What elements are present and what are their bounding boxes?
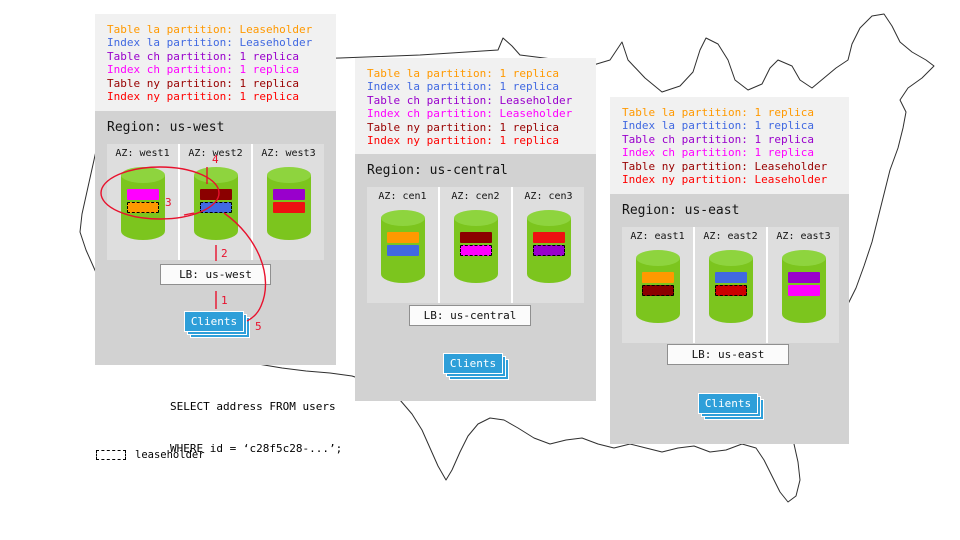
az-cell-east2: AZ: east2: [695, 227, 766, 343]
az-row: AZ: east1 AZ: east2: [622, 227, 839, 343]
az-label: AZ: east3: [776, 231, 831, 242]
partition-legend-us-central: Table la partition: 1 replica Index la p…: [355, 58, 596, 155]
partition-line: Table ch partition: 1 replica: [107, 49, 300, 63]
partition-replica-bar: [787, 285, 820, 296]
database-cylinder-icon: [635, 248, 681, 326]
partition-line: Table ch partition: Leaseholder: [367, 93, 573, 107]
partition-replica-bar: [459, 232, 492, 243]
az-label: AZ: cen2: [451, 191, 500, 202]
partition-line: Index ny partition: Leaseholder: [622, 173, 828, 187]
partition-line: Index ch partition: 1 replica: [622, 146, 815, 160]
database-cylinder-icon: [708, 248, 754, 326]
partition-replica-bar: [459, 245, 492, 256]
partition-replica-bar: [641, 272, 674, 283]
partition-line: Index la partition: 1 replica: [367, 80, 560, 94]
database-cylinder-icon: [120, 165, 166, 243]
region-title: Region: us-east: [622, 203, 740, 218]
partition-line: Table la partition: 1 replica: [622, 106, 815, 119]
database-cylinder-icon: [266, 165, 312, 243]
clients-box-us-central: Clients: [443, 353, 509, 380]
partition-replica-bar: [787, 272, 820, 283]
database-cylinder-icon: [193, 165, 239, 243]
partition-replica-bar: [199, 202, 232, 213]
clients-label: Clients: [443, 353, 503, 374]
partition-line: Table ny partition: 1 replica: [367, 120, 560, 134]
clients-label: Clients: [184, 311, 244, 332]
az-label: AZ: west1: [115, 148, 170, 159]
partition-line: Index la partition: Leaseholder: [107, 36, 313, 50]
az-cell-east3: AZ: east3: [768, 227, 839, 343]
partition-replica-bar: [641, 285, 674, 296]
leaseholder-dashed-box-icon: [96, 450, 126, 460]
leaseholder-legend-label: leaseholder: [135, 449, 205, 461]
region-title: Region: us-central: [367, 163, 508, 178]
az-label: AZ: west2: [188, 148, 243, 159]
region-panel-us-east: Region: us-east AZ: east1 AZ: east2: [610, 194, 849, 444]
partition-replica-bar: [126, 202, 159, 213]
load-balancer-us-east: LB: us-east: [667, 344, 789, 365]
az-cell-east1: AZ: east1: [622, 227, 693, 343]
partition-replica-bar: [714, 285, 747, 296]
az-label: AZ: east1: [630, 231, 685, 242]
az-label: AZ: east2: [703, 231, 758, 242]
az-label: AZ: cen1: [378, 191, 427, 202]
az-cell-west1: AZ: west1: [107, 144, 178, 260]
az-cell-west2: AZ: west2: [180, 144, 251, 260]
region-title: Region: us-west: [107, 120, 225, 135]
az-row: AZ: cen1 AZ: cen2: [367, 187, 584, 303]
leaseholder-legend: leaseholder: [96, 449, 205, 461]
partition-line: Index ny partition: 1 replica: [367, 134, 560, 148]
sql-line-2: WHERE id = ‘c28f5c28-...’;: [170, 442, 343, 455]
az-cell-west3: AZ: west3: [253, 144, 324, 260]
partition-line: Table la partition: 1 replica: [367, 67, 560, 80]
partition-line: Table ny partition: Leaseholder: [622, 159, 828, 173]
partition-line: Table ny partition: 1 replica: [107, 76, 300, 90]
az-cell-cen2: AZ: cen2: [440, 187, 511, 303]
database-cylinder-icon: [453, 208, 499, 286]
partition-line: Index ch partition: 1 replica: [107, 63, 300, 77]
az-label: AZ: cen3: [524, 191, 573, 202]
partition-replica-bar: [199, 189, 232, 200]
partition-replica-bar: [126, 189, 159, 200]
partition-legend-us-east: Table la partition: 1 replica Index la p…: [610, 97, 849, 194]
partition-line: Table ch partition: 1 replica: [622, 132, 815, 146]
sql-query: SELECT address FROM users WHERE id = ‘c2…: [170, 372, 342, 484]
partition-replica-bar: [272, 202, 305, 213]
az-cell-cen1: AZ: cen1: [367, 187, 438, 303]
az-label: AZ: west3: [261, 148, 316, 159]
database-cylinder-icon: [781, 248, 827, 326]
partition-replica-bar: [532, 245, 565, 256]
partition-line: Index la partition: 1 replica: [622, 119, 815, 133]
partition-replica-bar: [714, 272, 747, 283]
partition-line: Table la partition: Leaseholder: [107, 23, 313, 36]
database-cylinder-icon: [380, 208, 426, 286]
az-row: AZ: west1 AZ: west2: [107, 144, 324, 260]
database-cylinder-icon: [526, 208, 572, 286]
partition-replica-bar: [386, 232, 419, 243]
sql-line-1: SELECT address FROM users: [170, 400, 336, 413]
clients-box-us-west: Clients: [184, 311, 250, 338]
partition-replica-bar: [532, 232, 565, 243]
clients-box-us-east: Clients: [698, 393, 764, 420]
partition-line: Index ch partition: Leaseholder: [367, 107, 573, 121]
partition-legend-us-west: Table la partition: Leaseholder Index la…: [95, 14, 336, 111]
region-panel-us-west: Region: us-west AZ: west1 AZ: west2: [95, 111, 336, 365]
partition-replica-bar: [272, 189, 305, 200]
partition-replica-bar: [386, 245, 419, 256]
partition-line: Index ny partition: 1 replica: [107, 90, 300, 104]
load-balancer-us-west: LB: us-west: [160, 264, 271, 285]
region-panel-us-central: Region: us-central AZ: cen1 AZ: cen2: [355, 154, 596, 401]
load-balancer-us-central: LB: us-central: [409, 305, 531, 326]
az-cell-cen3: AZ: cen3: [513, 187, 584, 303]
clients-label: Clients: [698, 393, 758, 414]
